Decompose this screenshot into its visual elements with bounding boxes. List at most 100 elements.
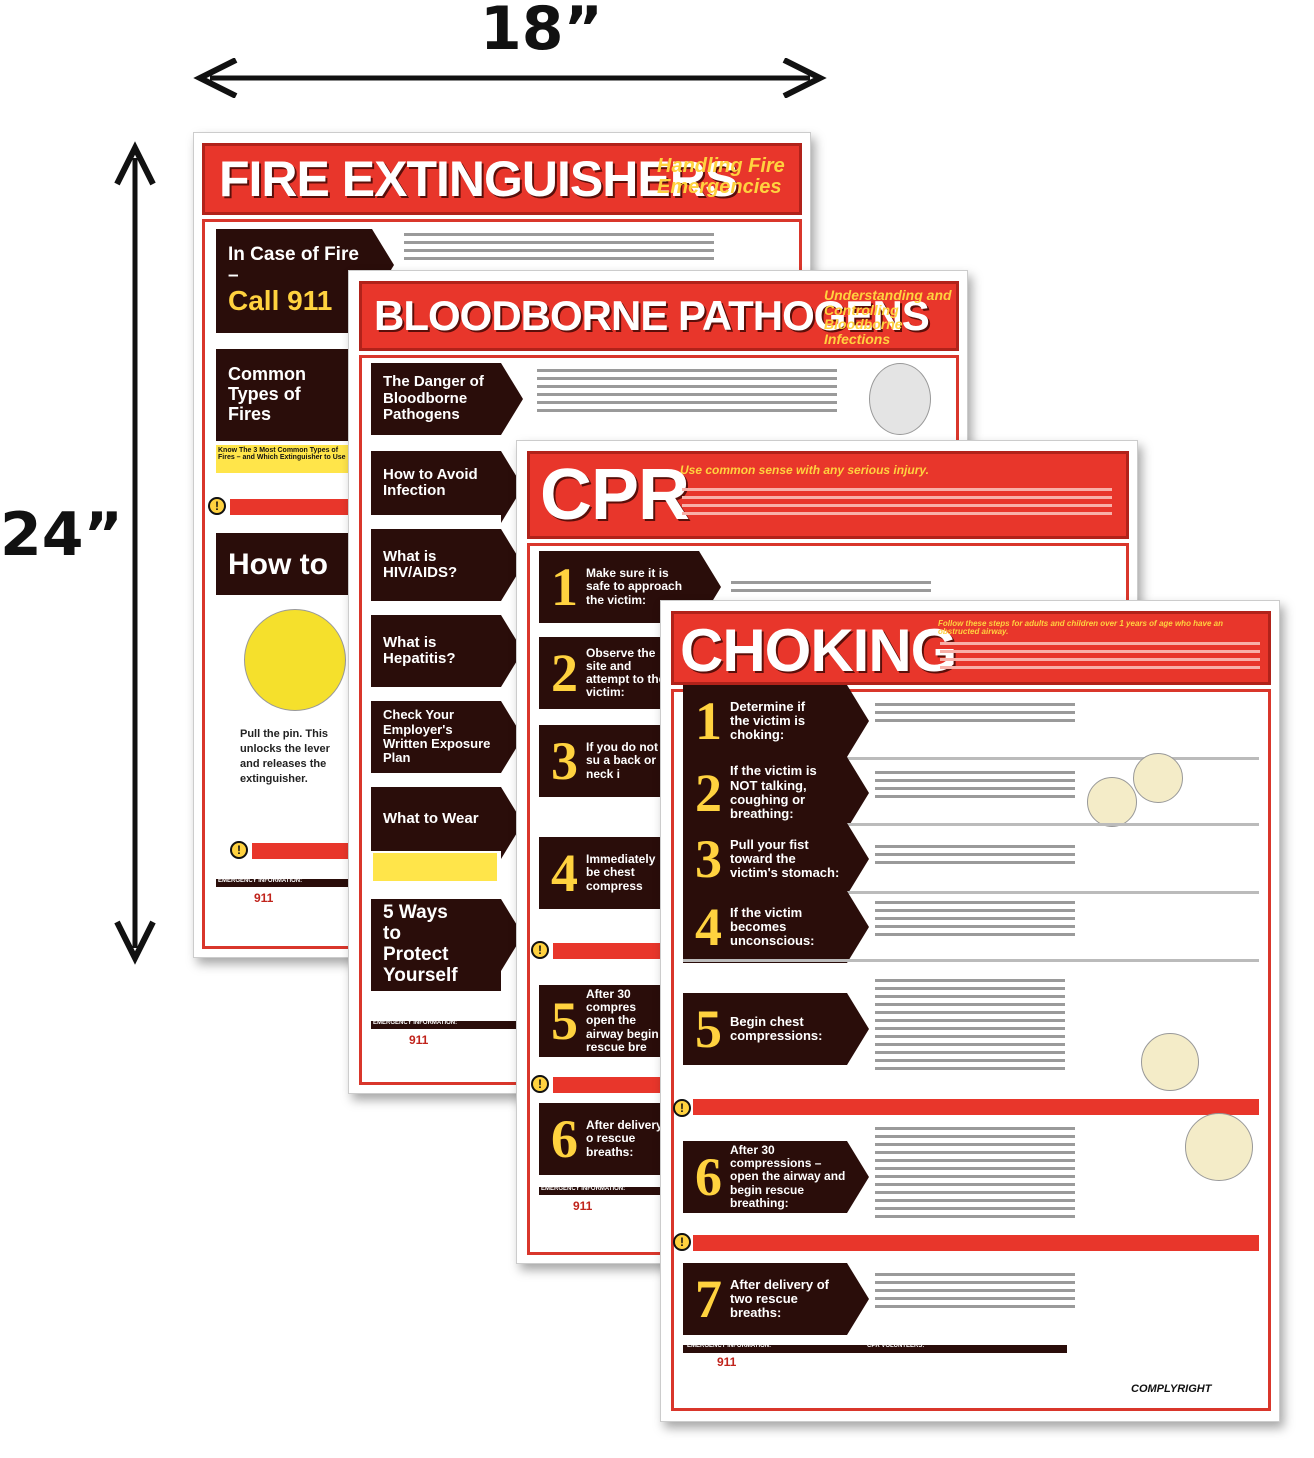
fire-section-call-label: In Case of Fire –	[228, 243, 359, 286]
blood-em-bar	[371, 1021, 517, 1029]
choking-divider-2	[683, 823, 1259, 826]
choking-step-1-number: 1	[695, 691, 722, 751]
cpr-step-4-label: Immediately be chest compress	[586, 852, 656, 893]
fire-warning-icon: !	[208, 497, 226, 515]
blood-section-ways-label: 5 Ways to Protect Yourself	[383, 902, 458, 986]
fire-section-call-number: Call 911	[228, 285, 333, 317]
cpr-step-2-number: 2	[551, 643, 578, 703]
fire-em-bar	[216, 879, 352, 887]
width-dimension-label: 18”	[480, 0, 603, 64]
blood-em-label: EMERGENCY INFORMATION:	[373, 1020, 458, 1026]
choking-step-2-number: 2	[695, 763, 722, 823]
blood-section-avoid: How to Avoid Infection	[371, 451, 523, 523]
cpr-em-label: EMERGENCY INFORMATION:	[541, 1186, 626, 1192]
blood-em-number: 911	[409, 1033, 429, 1047]
blood-section-ways: 5 Ways to Protect Yourself	[371, 899, 523, 991]
blood-section-wear: What to Wear	[371, 787, 523, 859]
blood-section-hiv: What is HIV/AIDS?	[371, 529, 523, 601]
choking-divider-3	[683, 891, 1259, 894]
blood-wear-note	[373, 853, 497, 881]
cpr-step-6-label: After delivery o rescue breaths:	[586, 1118, 663, 1159]
cpr-step-4-number: 4	[551, 843, 578, 903]
blood-subtitle: Understanding and Controlling Bloodborne…	[824, 287, 952, 348]
cpr-warning-bar	[553, 943, 663, 959]
choking-warning-icon: !	[673, 1099, 691, 1117]
cpr-step-3-number: 3	[551, 731, 578, 791]
fire-extinguisher-illustration-icon	[244, 609, 346, 711]
choking-em-label: EMERGENCY INFORMATION:	[687, 1343, 772, 1349]
fire-warning2-icon: !	[230, 841, 248, 859]
choking-step-4-label: If the victim becomes unconscious:	[730, 904, 815, 949]
choking-cpr-label: CPR VOLUNTEERS:	[867, 1343, 925, 1349]
blood-title: BLOODBORNE PATHOGENS	[374, 292, 930, 339]
choking-step-2-text	[875, 771, 1075, 803]
fire-header: FIRE EXTINGUISHERS Handling Fire Emergen…	[202, 143, 802, 215]
choking-step-6-illustration-icon	[1185, 1113, 1253, 1181]
choking-step-4-number: 4	[695, 897, 722, 957]
blood-section-hiv-label: What is HIV/AIDS?	[383, 547, 458, 581]
fire-section-howto-label: How to	[228, 547, 328, 581]
choking-step-7-label: After delivery of two rescue breaths:	[730, 1276, 829, 1321]
choking-step-3-text	[875, 845, 1075, 869]
cpr-step-2-label: Observe the site and attempt to the vict…	[586, 645, 666, 700]
blood-section-hepatitis: What is Hepatitis?	[371, 615, 523, 687]
fire-section-types: Common Types of Fires	[216, 349, 374, 441]
cpr-title: CPR	[540, 455, 690, 535]
choking-warning2-icon: !	[673, 1233, 691, 1251]
choking-step-5: 5 Begin chest compressions:	[683, 993, 869, 1065]
blood-section-plan-label: Check Your Employer's Written Exposure P…	[383, 707, 491, 766]
fire-em-number: 911	[254, 891, 274, 905]
cpr-step-5-label: After 30 compres open the airway begin r…	[586, 987, 659, 1054]
cpr-warning2-icon: !	[531, 1075, 549, 1093]
choking-step-3-number: 3	[695, 829, 722, 889]
cpr-step-3-label: If you do not su a back or neck i	[586, 740, 658, 781]
choking-em-number: 911	[717, 1355, 737, 1369]
blood-section-plan: Check Your Employer's Written Exposure P…	[371, 701, 523, 773]
choking-intro-text	[940, 642, 1260, 674]
choking-step-1-label: Determine if the victim is choking:	[730, 698, 806, 743]
cpr-step-1-text	[731, 581, 931, 597]
fire-section-howto: How to	[216, 533, 374, 605]
cpr-em-number: 911	[573, 1199, 593, 1213]
cpr-subtitle: Use common sense with any serious injury…	[680, 463, 929, 477]
fire-instructions	[404, 233, 714, 265]
choking-divider-1	[683, 757, 1259, 760]
choking-em-bar	[683, 1345, 1067, 1353]
choking-poster: CHOKING Follow these steps for adults an…	[660, 600, 1280, 1422]
width-arrow-icon	[193, 58, 827, 98]
blood-section-hepatitis-label: What is Hepatitis?	[383, 633, 456, 667]
fire-warning-bar	[230, 499, 352, 515]
fire-title: FIRE EXTINGUISHERS	[219, 151, 738, 207]
blood-section-avoid-label: How to Avoid Infection	[383, 465, 478, 499]
fire-warning2-bar	[252, 843, 352, 859]
cpr-step-6-number: 6	[551, 1109, 578, 1169]
choking-step-7-text	[875, 1273, 1075, 1313]
choking-complyright-logo: COMPLYRIGHT	[1131, 1383, 1212, 1395]
blood-header: BLOODBORNE PATHOGENS Understanding and C…	[359, 281, 959, 351]
choking-warning-bar	[693, 1099, 1259, 1115]
choking-step-6-label: After 30 compressions – open the airway …	[730, 1143, 846, 1210]
choking-step-6-text	[875, 1127, 1075, 1223]
choking-step-2-illustration-icon	[1087, 777, 1137, 827]
choking-step-5-number: 5	[695, 999, 722, 1059]
cpr-step-1-number: 1	[551, 557, 578, 617]
choking-step-5-text	[875, 979, 1065, 1075]
choking-subtitle: Follow these steps for adults and childr…	[938, 619, 1223, 637]
choking-step-5-label: Begin chest compressions:	[730, 1013, 823, 1043]
choking-step-3-label: Pull your fist toward the victim's stoma…	[730, 836, 840, 881]
cpr-step-5-number: 5	[551, 991, 578, 1051]
cpr-intro-text	[682, 488, 1112, 520]
blood-section-danger: The Danger of Bloodborne Pathogens	[371, 363, 523, 435]
choking-step-4-text	[875, 901, 1075, 941]
blood-section-danger-label: The Danger of Bloodborne Pathogens	[383, 373, 484, 424]
choking-step-2-illustration2-icon	[1133, 753, 1183, 803]
cpr-em-bar	[539, 1187, 669, 1195]
